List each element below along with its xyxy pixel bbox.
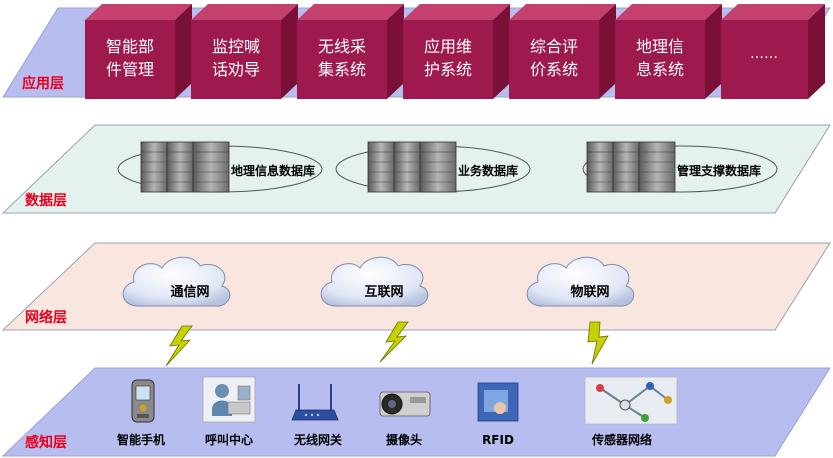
module-3-line1: 无线采 (318, 37, 366, 56)
database-1-label: 地理信息数据库 (231, 163, 315, 178)
network-cloud-1[interactable]: 通信网 (122, 256, 231, 307)
smartphone-icon (131, 379, 155, 423)
perception-layer: 感知层 智能手机 呼叫中心 (1, 367, 831, 457)
device-smartphone[interactable]: 智能手机 (116, 379, 165, 447)
application-layer: 应用层 智能部 件管理 监控喊 话劝导 无线采 集系统 应用维 (2, 4, 831, 99)
lightning-bolt-icon (165, 325, 193, 367)
module-4[interactable]: 应用维 护系统 (403, 4, 510, 99)
cloud-icon (320, 256, 429, 307)
network-cloud-3[interactable]: 物联网 (526, 256, 635, 307)
network-cloud-1-label: 通信网 (170, 284, 209, 300)
module-2-line1: 监控喊 (212, 37, 260, 56)
device-wireless-gateway-label: 无线网关 (293, 432, 342, 447)
module-3[interactable]: 无线采 集系统 (297, 4, 404, 99)
module-2-line2: 话劝导 (212, 60, 260, 79)
database-1[interactable]: 地理信息数据库 (117, 141, 323, 193)
module-4-line2: 护系统 (424, 60, 472, 79)
rfid-icon (477, 382, 519, 422)
module-4-line1: 应用维 (424, 37, 472, 56)
device-smartphone-label: 智能手机 (116, 432, 165, 447)
network-layer-label: 网络层 (25, 309, 67, 326)
database-2-label: 业务数据库 (458, 163, 518, 178)
device-rfid-label: RFID (482, 433, 514, 447)
module-7-line1: …… (750, 46, 778, 62)
module-6-line2: 息系统 (636, 60, 684, 79)
sensor-network-icon (584, 376, 678, 425)
module-1-line2: 件管理 (106, 60, 154, 79)
server-rack-icon (140, 141, 230, 193)
wireless-router-icon (291, 384, 339, 421)
network-cloud-2[interactable]: 互联网 (320, 256, 429, 307)
module-2[interactable]: 监控喊 话劝导 (191, 4, 298, 99)
device-camera-label: 摄像头 (386, 432, 422, 447)
call-center-icon (202, 376, 256, 423)
data-layer-label: 数据层 (25, 192, 67, 209)
network-layer: 网络层 通信网 互联网 物联网 (1, 242, 831, 367)
module-1[interactable]: 智能部 件管理 (85, 4, 192, 99)
module-5-line2: 价系统 (530, 60, 578, 79)
database-2[interactable]: 业务数据库 (335, 141, 531, 193)
network-cloud-3-label: 物联网 (570, 284, 609, 300)
device-sensor-network-label: 传感器网络 (591, 432, 652, 447)
module-1-line1: 智能部 (106, 37, 154, 56)
data-layer: 数据层 地理信息数据库 (1, 124, 831, 214)
lightning-bolt-icon (379, 321, 409, 363)
device-rfid[interactable]: RFID (477, 382, 519, 447)
application-layer-label: 应用层 (22, 75, 64, 92)
server-rack-icon (586, 141, 676, 193)
module-6-line1: 地理信 (636, 37, 684, 56)
module-5-line1: 综合评 (530, 37, 578, 56)
module-3-line2: 集系统 (318, 60, 366, 79)
perception-layer-label: 感知层 (25, 434, 67, 451)
cloud-icon (526, 256, 635, 307)
database-3[interactable]: 管理支撑数据库 (582, 141, 778, 193)
module-6[interactable]: 地理信 息系统 (615, 4, 722, 99)
module-5[interactable]: 综合评 价系统 (509, 4, 616, 99)
module-7[interactable]: …… (721, 4, 825, 99)
database-3-label: 管理支撑数据库 (677, 163, 761, 178)
cloud-icon (122, 256, 231, 307)
device-call-center[interactable]: 呼叫中心 (202, 376, 256, 447)
device-wireless-gateway[interactable]: 无线网关 (291, 384, 342, 447)
device-camera[interactable]: 摄像头 (379, 391, 431, 447)
lightning-bolt-icon (587, 321, 609, 365)
network-cloud-2-label: 互联网 (364, 285, 403, 300)
device-call-center-label: 呼叫中心 (205, 432, 253, 447)
server-rack-icon (367, 141, 457, 193)
device-sensor-network[interactable]: 传感器网络 (584, 376, 678, 447)
camera-icon (379, 391, 431, 417)
